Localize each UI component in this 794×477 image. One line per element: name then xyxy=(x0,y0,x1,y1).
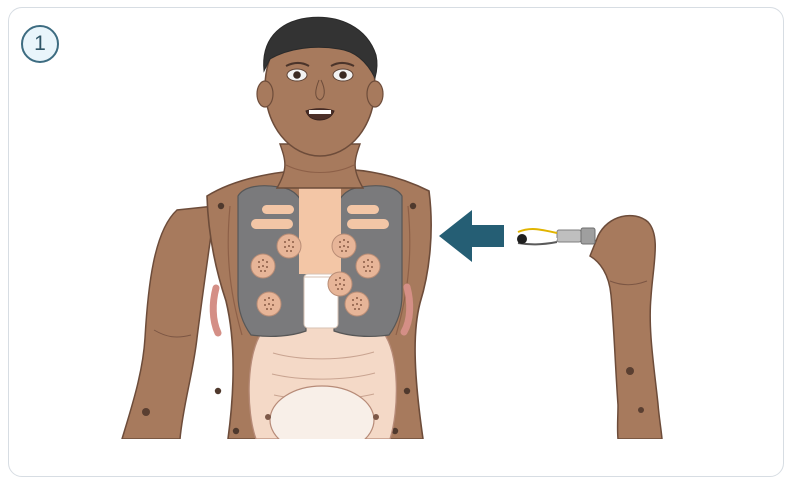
abdomen-panel xyxy=(249,323,396,439)
left-arm xyxy=(122,206,215,439)
arm-screw-icon xyxy=(626,367,634,375)
detached-right-arm xyxy=(590,216,662,439)
manikin-arm-attachment-illustration xyxy=(0,0,794,439)
arm-screw-icon xyxy=(142,408,150,416)
arm-connector-cable xyxy=(517,228,595,244)
step-number-badge: 1 xyxy=(21,25,59,63)
head-and-neck xyxy=(257,17,383,188)
left-arrow-icon xyxy=(439,210,504,262)
